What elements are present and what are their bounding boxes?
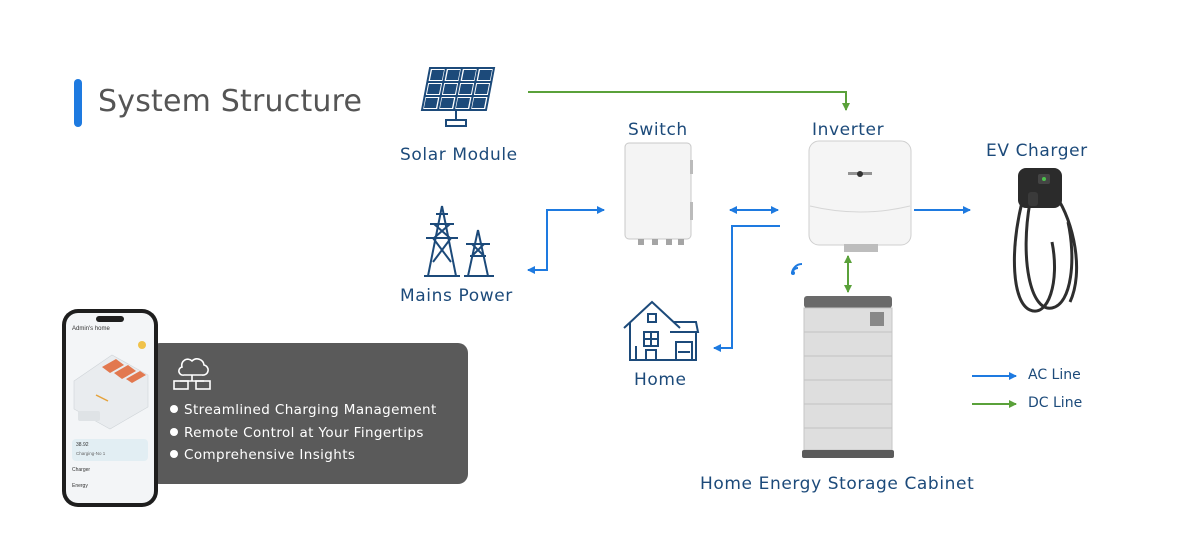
ac-line-mains-switch xyxy=(527,206,605,274)
inverter-label: Inverter xyxy=(812,120,885,140)
switch-label: Switch xyxy=(628,120,688,140)
phone-notch xyxy=(96,316,124,322)
ev-charger-device xyxy=(1012,168,1079,313)
legend-dc-label: DC Line xyxy=(1028,395,1083,411)
title-accent-bar xyxy=(74,79,82,127)
legend-ac-label: AC Line xyxy=(1028,367,1081,383)
page-title: System Structure xyxy=(98,84,363,119)
phone-stat-card: 38.92 Charging-No 1 xyxy=(72,439,148,461)
feature-item: Remote Control at Your Fingertips xyxy=(170,425,424,441)
feature-item: Comprehensive Insights xyxy=(170,447,355,463)
phone-stat-value: 38.92 xyxy=(76,442,89,448)
house-icon xyxy=(623,300,700,361)
solar-module-label: Solar Module xyxy=(400,145,518,165)
phone-menu-energy[interactable]: Energy xyxy=(72,483,88,489)
phone-stat-label: Charging-No 1 xyxy=(76,451,106,456)
ev-charger-label: EV Charger xyxy=(986,141,1088,161)
phone-screen: Admin's home 38.92 Charging-No 1 Charger… xyxy=(66,313,154,503)
wifi-icon xyxy=(791,263,803,275)
ac-line-inverter-home xyxy=(713,225,780,352)
storage-cabinet-device xyxy=(802,296,894,458)
phone-menu-charger[interactable]: Charger xyxy=(72,467,91,473)
mains-power-label: Mains Power xyxy=(400,286,513,306)
phone-header: Admin's home xyxy=(72,326,110,332)
cabinet-label: Home Energy Storage Cabinet xyxy=(700,474,975,494)
solar-panel-icon xyxy=(420,67,496,127)
feature-panel xyxy=(150,343,468,484)
switch-device xyxy=(624,142,693,245)
home-label: Home xyxy=(634,370,687,390)
inverter-device xyxy=(808,140,912,252)
feature-item: Streamlined Charging Management xyxy=(170,402,437,418)
network-devices-icon xyxy=(173,358,211,390)
phone-system-illustration xyxy=(73,341,149,430)
power-tower-icon xyxy=(424,205,494,277)
dc-line-solar-inverter xyxy=(528,91,850,111)
